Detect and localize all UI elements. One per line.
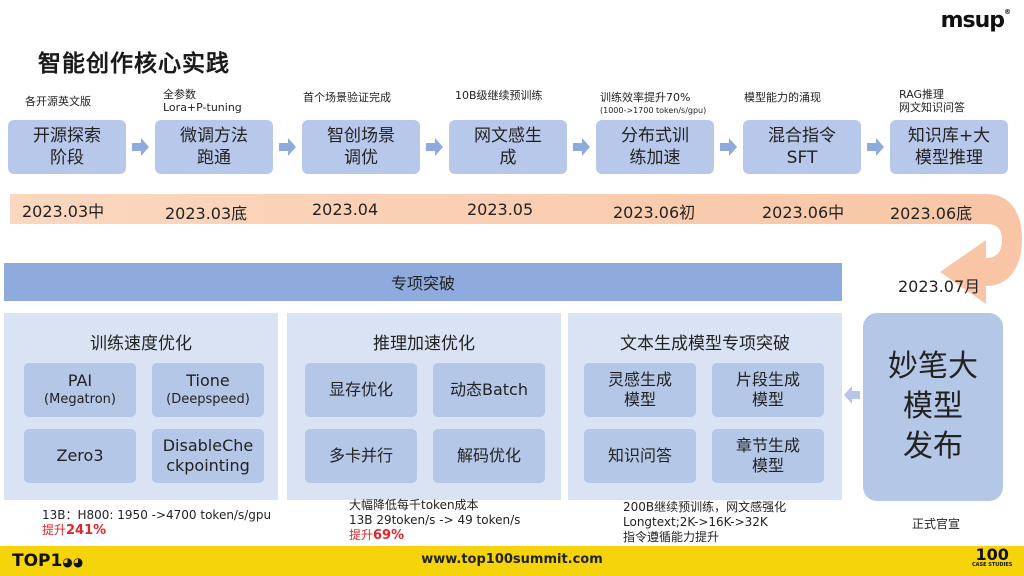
stage-note-3: 首个场景验证完成 xyxy=(303,91,391,104)
right-arrow-icon xyxy=(573,138,590,156)
item-inspiration-model: 灵感生成模型 xyxy=(584,363,696,417)
right-arrow-icon xyxy=(720,138,737,156)
stage-note-6: 模型能力的涌现 xyxy=(744,91,821,104)
stage-box-2: 微调方法跑通 xyxy=(155,120,273,174)
right-arrow-icon xyxy=(426,138,443,156)
panel-title: 训练速度优化 xyxy=(90,334,192,354)
left-arrow-icon xyxy=(844,386,860,404)
right-arrow-icon xyxy=(867,138,884,156)
panel-title: 推理加速优化 xyxy=(373,334,475,354)
right-arrow-icon xyxy=(132,138,149,156)
panel-1-note: 13B：H800: 1950 ->4700 token/s/gpu 提升241% xyxy=(42,508,272,538)
item-fragment-model: 片段生成模型 xyxy=(712,363,824,417)
panel-2-note: 大幅降低每千token成本 13B 29token/s -> 49 token/… xyxy=(349,498,521,543)
item-dynamic-batch: 动态Batch xyxy=(433,363,545,417)
stage-box-5: 分布式训练加速 xyxy=(596,120,714,174)
item-zero3: Zero3 xyxy=(24,429,136,483)
timeline-date-6: 2023.06中 xyxy=(762,203,845,222)
timeline-date-5: 2023.06初 xyxy=(613,203,696,222)
timeline-date-1: 2023.03中 xyxy=(22,202,105,221)
stage-note-7: RAG推理网文知识问答 xyxy=(899,88,965,114)
item-knowledge-qa: 知识问答 xyxy=(584,429,696,483)
item-memory-opt: 显存优化 xyxy=(305,363,417,417)
stage-box-4: 网文感生成 xyxy=(449,120,567,174)
timeline-date-3: 2023.04 xyxy=(312,200,379,219)
timeline-curve-arrow xyxy=(940,194,1022,304)
timeline-date-2: 2023.03底 xyxy=(165,204,248,223)
stage-box-7: 知识库+大模型推理 xyxy=(890,120,1008,174)
special-breakthrough-bar: 专项突破 xyxy=(4,263,842,301)
item-pai: PAI(Megatron) xyxy=(24,363,136,417)
timeline-date-end: 2023.07月 xyxy=(898,277,981,296)
timeline-date-4: 2023.05 xyxy=(467,200,534,219)
footer-bar xyxy=(0,546,1024,576)
stage-box-1: 开源探索阶段 xyxy=(8,120,126,174)
timeline-date-7: 2023.06底 xyxy=(890,204,973,223)
panel-text-generation: 文本生成模型专项突破 灵感生成模型 片段生成模型 知识问答 章节生成模型 xyxy=(568,313,842,500)
release-note: 正式官宣 xyxy=(912,517,961,531)
stage-note-1: 各开源英文版 xyxy=(25,95,91,108)
item-multi-gpu: 多卡并行 xyxy=(305,429,417,483)
stage-note-4: 10B级继续预训练 xyxy=(455,89,543,102)
right-arrow-icon xyxy=(279,138,296,156)
release-box: 妙笔大模型发布 xyxy=(863,313,1003,501)
stage-box-3: 智创场景调优 xyxy=(302,120,420,174)
panel-training-speed: 训练速度优化 PAI(Megatron) Tione(Deepspeed) Ze… xyxy=(4,313,278,500)
item-tione: Tione(Deepspeed) xyxy=(152,363,264,417)
panel-inference-speed: 推理加速优化 显存优化 动态Batch 多卡并行 解码优化 xyxy=(287,313,561,500)
panel-3-note: 200B继续预训练，网文感强化 Longtext;2K->16K->32K 指令… xyxy=(623,500,787,544)
item-decode-opt: 解码优化 xyxy=(433,429,545,483)
panel-title: 文本生成模型专项突破 xyxy=(620,334,790,354)
top1-logo: TOP1◕◕ xyxy=(12,551,84,571)
item-chapter-model: 章节生成模型 xyxy=(712,429,824,483)
msup-logo: msup® xyxy=(940,8,1011,33)
footer-url[interactable]: www.top100summit.com xyxy=(421,552,603,567)
timeline-bar xyxy=(10,194,986,224)
page-title: 智能创作核心实践 xyxy=(38,51,230,77)
stage-note-5: 训练效率提升70%(1000->1700 token/s/gpu) xyxy=(600,91,707,115)
